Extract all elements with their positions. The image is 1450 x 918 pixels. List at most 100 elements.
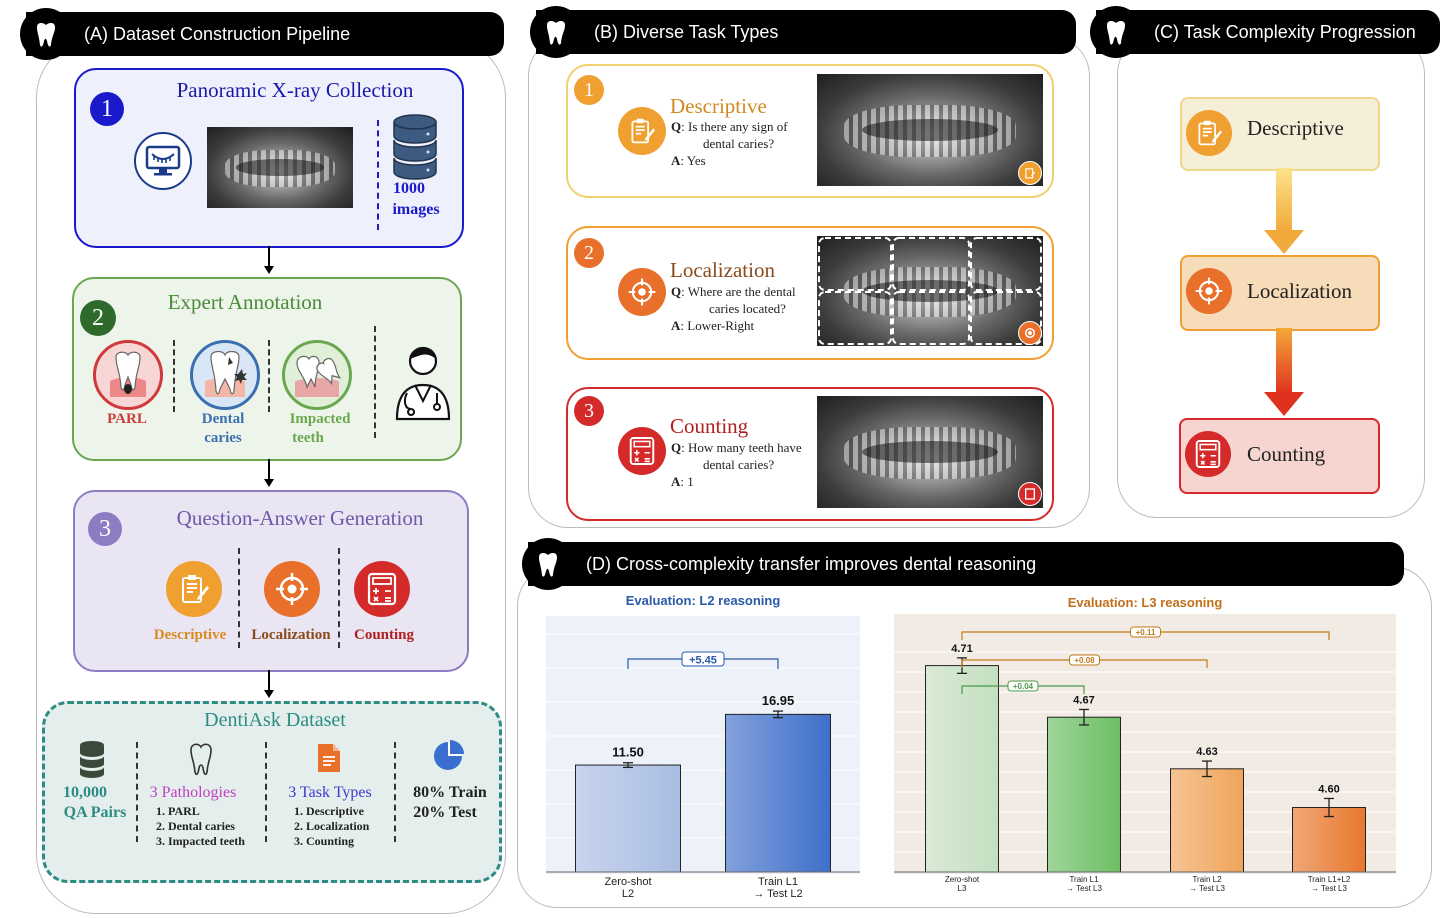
panel-b-title: (B) Diverse Task Types bbox=[594, 21, 779, 42]
step3-counting-label: Counting bbox=[353, 627, 415, 643]
arrow-a1 bbox=[268, 246, 270, 268]
task2-q-line2: caries located? bbox=[709, 301, 786, 316]
task3-qa: Q: How many teeth have dental caries? A:… bbox=[671, 439, 802, 490]
arrow-a3 bbox=[268, 670, 270, 692]
delta-badge bbox=[1007, 680, 1039, 692]
monitor-teeth-icon bbox=[134, 132, 192, 190]
step1-count-number: 1000 bbox=[393, 180, 425, 197]
step1-title: Panoramic X-ray Collection bbox=[176, 78, 414, 102]
step3-divider-1 bbox=[238, 548, 240, 648]
doctor-icon bbox=[393, 343, 453, 426]
impacted-tooth-icon bbox=[282, 340, 352, 410]
task1-qa: Q: Is there any sign of dental caries? A… bbox=[671, 118, 788, 169]
arrow-a2 bbox=[268, 459, 270, 481]
qa-database-icon bbox=[78, 740, 106, 783]
data-label: 11.50 bbox=[612, 745, 644, 760]
task1-descriptive-icon bbox=[618, 107, 666, 155]
task-item-2: 2. Localization bbox=[294, 819, 370, 833]
pie-chart-icon bbox=[432, 740, 464, 777]
task3-badge-icon bbox=[1018, 482, 1042, 506]
task3-number: 3 bbox=[574, 396, 604, 426]
step2-impacted-label-1: Impacted bbox=[289, 411, 351, 427]
tick-label: Train L2 bbox=[1192, 875, 1222, 884]
dataset-split-train: 80% Train bbox=[413, 784, 487, 801]
step2-divider-3 bbox=[374, 326, 376, 438]
level-localization-label: Localization bbox=[1247, 279, 1352, 303]
task1-number: 1 bbox=[574, 75, 604, 105]
dataset-qa-unit: QA Pairs bbox=[63, 804, 127, 821]
level-descriptive-label: Descriptive bbox=[1247, 116, 1344, 140]
task1-q-label: Q bbox=[671, 119, 682, 134]
delta-label: +5.45 bbox=[689, 655, 717, 667]
dataset-divider-1 bbox=[136, 742, 138, 842]
bar bbox=[925, 665, 999, 873]
step2-divider-1 bbox=[173, 340, 175, 412]
panel-c-title: (C) Task Complexity Progression bbox=[1154, 21, 1416, 42]
task1-q-line2: dental caries? bbox=[703, 136, 775, 151]
bar bbox=[575, 764, 681, 873]
arrow-a1-head bbox=[264, 266, 274, 274]
dataset-tasks-list: 1. Descriptive 2. Localization 3. Counti… bbox=[294, 804, 369, 849]
dataset-divider-2 bbox=[265, 742, 267, 842]
tick-label: → Test L2 bbox=[753, 888, 802, 900]
step1-xray-image bbox=[207, 127, 353, 208]
panel-a-header: (A) Dataset Construction Pipeline bbox=[20, 8, 504, 60]
pathology-item-3: 3. Impacted teeth bbox=[156, 834, 245, 848]
step1-number: 1 bbox=[90, 92, 124, 126]
gradient-arrow-1 bbox=[1264, 168, 1304, 261]
data-label: 4.67 bbox=[1073, 694, 1094, 706]
task2-name: Localization bbox=[670, 258, 775, 282]
data-label: 4.71 bbox=[951, 643, 972, 655]
task2-q-line1: : Where are the dental bbox=[681, 284, 796, 299]
panel-c-header: (C) Task Complexity Progression bbox=[1090, 6, 1440, 58]
tooth-icon bbox=[522, 538, 574, 590]
step2-divider-2 bbox=[268, 340, 270, 412]
step3-localization-label: Localization bbox=[251, 627, 331, 643]
tick-label: → Test L3 bbox=[1311, 884, 1347, 893]
level-counting-label: Counting bbox=[1247, 442, 1326, 466]
tick-label: L3 bbox=[958, 884, 967, 893]
tooth-icon bbox=[530, 6, 582, 58]
counting-icon bbox=[354, 561, 410, 617]
task3-xray-image bbox=[817, 396, 1043, 508]
descriptive-icon bbox=[166, 561, 222, 617]
dataset-split-test: 20% Test bbox=[413, 804, 477, 821]
delta-label: +0.11 bbox=[1136, 628, 1156, 637]
pathology-tooth-icon bbox=[186, 742, 216, 781]
bar bbox=[1170, 768, 1244, 873]
tick-label: Zero-shot bbox=[945, 875, 980, 884]
delta-badge bbox=[681, 651, 725, 667]
task3-q-line1: : How many teeth have bbox=[681, 440, 802, 455]
step2-parl-label: PARL bbox=[107, 411, 147, 427]
step2-caries-label-1: Dental bbox=[201, 411, 245, 427]
tick-label: Train L1+L2 bbox=[1308, 875, 1351, 884]
tooth-icon bbox=[1090, 6, 1142, 58]
step2-number: 2 bbox=[80, 300, 116, 336]
task2-a-text: : Lower-Right bbox=[680, 318, 755, 333]
delta-badge bbox=[1130, 626, 1161, 638]
task-item-1: 1. Descriptive bbox=[294, 804, 364, 818]
task1-a-label: A bbox=[671, 153, 681, 168]
tooth-icon bbox=[20, 8, 72, 60]
dataset-title: DentiAsk Dataset bbox=[204, 709, 346, 731]
task-item-3: 3. Counting bbox=[294, 834, 355, 848]
step3-number: 3 bbox=[88, 512, 122, 546]
task1-xray-image bbox=[817, 74, 1043, 186]
step2-caries-label-2: caries bbox=[204, 430, 242, 446]
data-label: 16.95 bbox=[762, 693, 795, 708]
task2-localization-icon bbox=[618, 268, 666, 316]
step3-descriptive-label: Descriptive bbox=[153, 627, 227, 643]
task1-badge-icon bbox=[1018, 161, 1042, 185]
panel-a-title: (A) Dataset Construction Pipeline bbox=[84, 23, 351, 44]
tick-label: L2 bbox=[622, 888, 634, 900]
dataset-box bbox=[42, 701, 502, 883]
dataset-tasks-title: 3 Task Types bbox=[288, 784, 372, 801]
task2-q-label: Q bbox=[671, 284, 682, 299]
task2-number: 2 bbox=[574, 238, 604, 268]
tick-label: → Test L3 bbox=[1066, 884, 1102, 893]
tick-label: → Test L3 bbox=[1189, 884, 1225, 893]
task-document-icon bbox=[316, 742, 342, 779]
task3-q-line2: dental caries? bbox=[703, 457, 775, 472]
